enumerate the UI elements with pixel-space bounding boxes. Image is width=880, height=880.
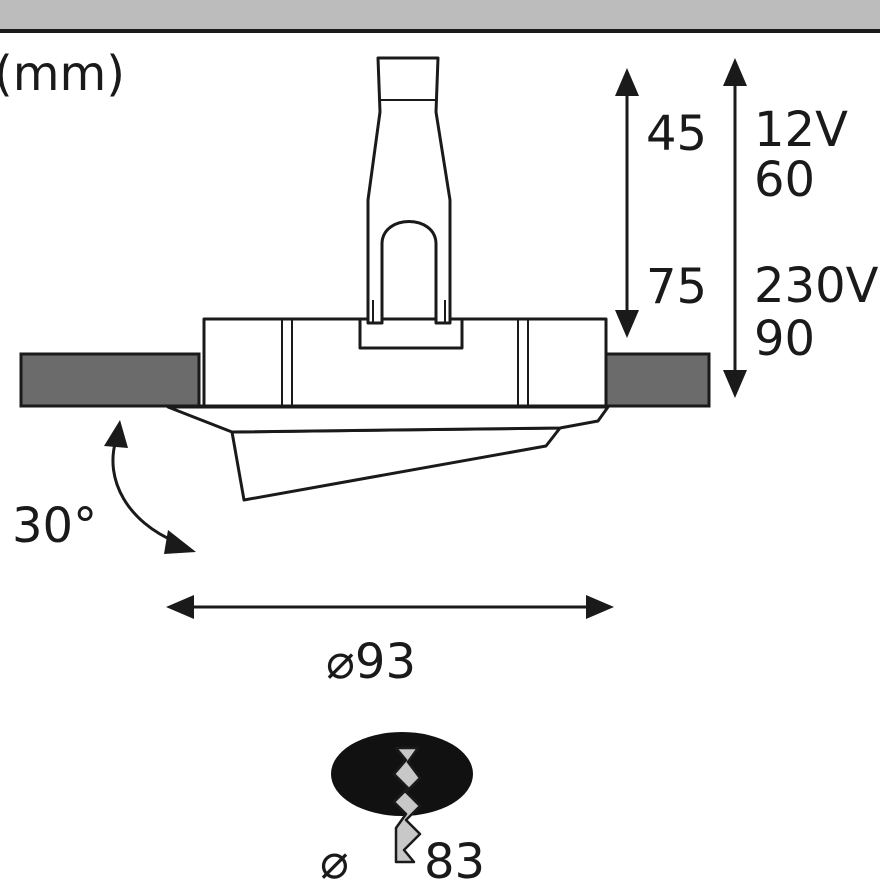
height-bottom-label: 75 (646, 259, 707, 315)
height-dimension-short (615, 68, 639, 338)
arrowhead-up (723, 58, 747, 86)
voltage-low-height-label: 60 (754, 152, 815, 208)
arrowhead-left (166, 595, 194, 619)
outer-diameter-dimension (166, 595, 614, 619)
trim-ring-right (604, 352, 711, 408)
cutout-diameter-symbol: ⌀ (320, 834, 349, 880)
cutout-diameter-value: 83 (424, 834, 485, 880)
spring-clip (366, 56, 452, 325)
cutout-symbol (331, 732, 473, 864)
outer-diameter-label: ⌀93 (326, 634, 416, 690)
arrowhead-tilt-top (104, 420, 128, 448)
tilt-angle-arrow (104, 420, 196, 554)
unit-label: (mm) (0, 46, 125, 102)
voltage-high-height-label: 90 (754, 311, 815, 367)
height-dimension-long (723, 58, 747, 398)
tilt-angle-label: 30° (12, 498, 97, 554)
trim-ring-left (19, 352, 201, 408)
header-band (0, 0, 880, 31)
tilted-plate (166, 405, 610, 434)
voltage-high-label: 230V (754, 258, 879, 314)
arrowhead-down (615, 310, 639, 338)
arrowhead-tilt-bottom (164, 530, 196, 554)
tilted-lamp-body (230, 426, 562, 502)
voltage-low-label: 12V (754, 102, 848, 158)
height-top-label: 45 (646, 106, 707, 162)
arrowhead-down (723, 370, 747, 398)
arrowhead-right (586, 595, 614, 619)
drill-bit-icon (392, 746, 422, 864)
arrowhead-up (615, 68, 639, 96)
luminaire-side-view (19, 56, 711, 502)
